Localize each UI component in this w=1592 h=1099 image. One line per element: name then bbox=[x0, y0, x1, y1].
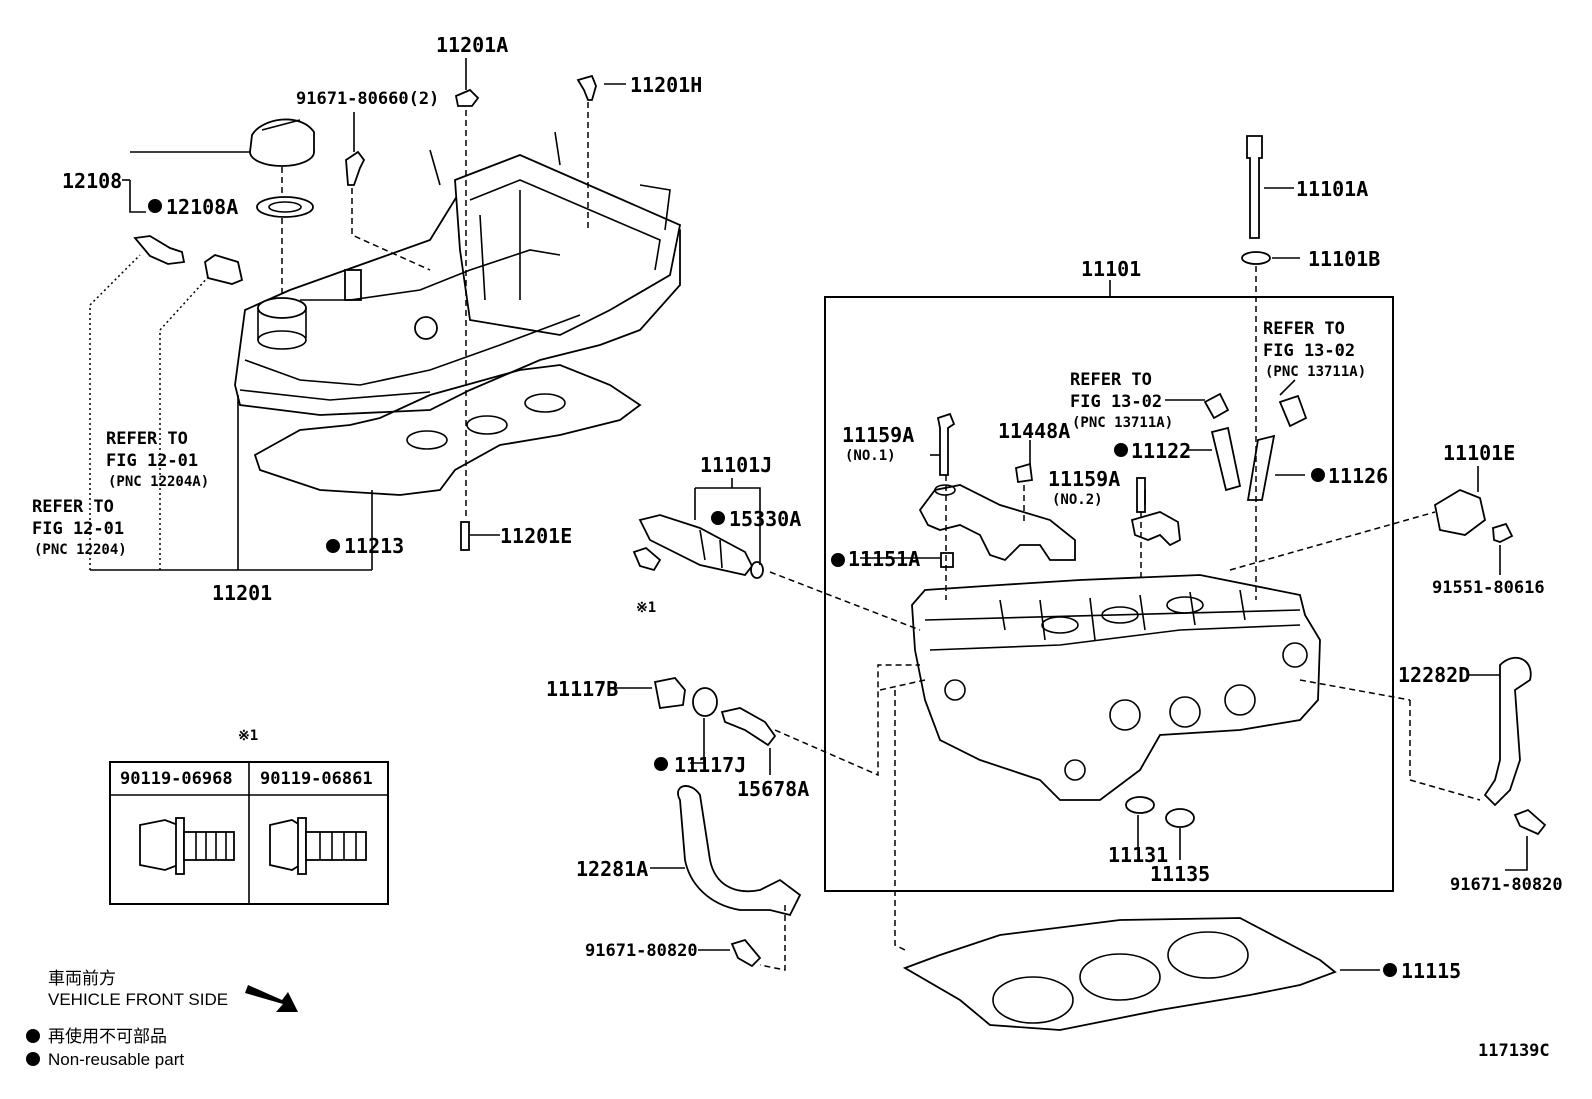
head-bolt-11101A[interactable] bbox=[1246, 135, 1263, 239]
pcv-grommet[interactable] bbox=[204, 254, 244, 285]
label-refer-1201b-l2: FIG 12-01 bbox=[32, 519, 124, 539]
gasket-11117J[interactable] bbox=[692, 687, 718, 717]
seal-11135[interactable] bbox=[1165, 808, 1195, 828]
bolt-11201H[interactable] bbox=[576, 74, 597, 101]
label-11159A-no2: 11159A bbox=[1048, 467, 1120, 491]
label-refer-1201a-l3: (PNC 12204A) bbox=[108, 474, 209, 490]
label-91671-80820-right: 91671-80820 bbox=[1450, 875, 1563, 895]
label-11131: 11131 bbox=[1108, 843, 1168, 867]
label-12108A: 12108A bbox=[166, 195, 238, 219]
label-refer-1302a-l3: (PNC 13711A) bbox=[1072, 415, 1173, 431]
union-15678A[interactable] bbox=[720, 707, 777, 747]
label-11213: 11213 bbox=[344, 534, 404, 558]
label-11159A-no1-sub: (NO.1) bbox=[845, 448, 896, 464]
label-91551-80616: 91551-80616 bbox=[1432, 578, 1545, 598]
cylinder-head[interactable] bbox=[911, 574, 1321, 801]
label-11201A: 11201A bbox=[436, 33, 508, 57]
label-91671-80660: 91671-80660(2) bbox=[296, 89, 439, 109]
stud-11159A-no2[interactable] bbox=[1136, 477, 1146, 513]
label-refer-1302b-l2: FIG 13-02 bbox=[1263, 341, 1355, 361]
label-11201H: 11201H bbox=[630, 73, 702, 97]
label-refer-1201a-l1: REFER TO bbox=[106, 429, 188, 449]
diagram-id: 117139C bbox=[1478, 1041, 1550, 1061]
table-header-2: 90119-06861 bbox=[260, 769, 373, 789]
label-refer-1201a-l2: FIG 12-01 bbox=[106, 451, 198, 471]
label-refer-1302b-l3: (PNC 13711A) bbox=[1265, 364, 1366, 380]
engine-hanger-12281A[interactable] bbox=[677, 785, 802, 917]
label-11448A: 11448A bbox=[998, 419, 1070, 443]
cylinder-head-box bbox=[824, 296, 1394, 892]
camshaft-bearing-cap-no2[interactable] bbox=[1130, 511, 1181, 547]
oil-cap-gasket[interactable] bbox=[256, 196, 314, 218]
camshaft-bearing-cap-no1[interactable] bbox=[918, 484, 1076, 562]
vehicle-front-arrow-icon bbox=[245, 985, 298, 1012]
legend-nonreusable-en: Non-reusable part bbox=[48, 1050, 184, 1069]
label-11201: 11201 bbox=[212, 581, 272, 605]
nonreusable-bullets bbox=[26, 199, 1397, 1066]
ring-pin-11151A[interactable] bbox=[940, 552, 954, 568]
label-15330A: 15330A bbox=[729, 507, 801, 531]
stud-11201E[interactable] bbox=[460, 521, 470, 551]
bolt-variant-table bbox=[109, 761, 389, 905]
label-11135: 11135 bbox=[1150, 862, 1210, 886]
label-11101J: 11101J bbox=[700, 453, 772, 477]
pcv-valve[interactable] bbox=[133, 235, 186, 265]
label-12282D: 12282D bbox=[1398, 663, 1470, 687]
bolt-91551-80616[interactable] bbox=[1492, 522, 1514, 543]
oil-control-valve[interactable] bbox=[638, 514, 754, 577]
label-91671-80820-left: 91671-80820 bbox=[585, 941, 698, 961]
label-11117J: 11117J bbox=[674, 753, 746, 777]
legend-direction-jp: 車両前方 bbox=[48, 969, 116, 988]
bolt-11159A-no1[interactable] bbox=[936, 412, 956, 476]
label-11126: 11126 bbox=[1328, 464, 1388, 488]
label-11117B: 11117B bbox=[546, 677, 618, 701]
table-header-1: 90119-06968 bbox=[120, 769, 233, 789]
o-ring-15330A[interactable] bbox=[750, 561, 764, 579]
table-mark: ※1 bbox=[238, 728, 258, 744]
oil-filler-cap[interactable] bbox=[249, 118, 315, 167]
label-refer-1201b-l3: (PNC 12204) bbox=[34, 542, 127, 558]
label-11115: 11115 bbox=[1401, 959, 1461, 983]
label-11122: 11122 bbox=[1131, 439, 1191, 463]
label-refer-1302a-l1: REFER TO bbox=[1070, 370, 1152, 390]
nut-11201A[interactable] bbox=[454, 88, 480, 107]
label-refer-1302a-l2: FIG 13-02 bbox=[1070, 392, 1162, 412]
label-15678A: 15678A bbox=[737, 777, 809, 801]
cylinder-head-cover[interactable] bbox=[234, 131, 682, 416]
cam-position-sensor[interactable] bbox=[1433, 488, 1487, 536]
label-11201E: 11201E bbox=[500, 524, 572, 548]
label-12108: 12108 bbox=[62, 169, 122, 193]
head-cover-gasket[interactable] bbox=[253, 364, 642, 496]
bolt-91671-80820-right[interactable] bbox=[1513, 808, 1547, 836]
label-refer-1201b-l1: REFER TO bbox=[32, 497, 114, 517]
pin-11448A[interactable] bbox=[1014, 462, 1034, 484]
engine-hanger-12282D[interactable] bbox=[1483, 656, 1532, 807]
label-11159A-no1: 11159A bbox=[842, 423, 914, 447]
label-refer-1302b-l1: REFER TO bbox=[1263, 319, 1345, 339]
bolt-ocv[interactable] bbox=[632, 546, 662, 572]
valve-stem-seal-a[interactable] bbox=[1203, 392, 1230, 420]
legend-nonreusable-jp: 再使用不可部品 bbox=[48, 1026, 167, 1046]
label-11151A: 11151A bbox=[848, 547, 920, 571]
bolt-91671-80820-left[interactable] bbox=[730, 938, 762, 968]
label-12281A: 12281A bbox=[576, 857, 648, 881]
label-mark1: ※1 bbox=[636, 600, 656, 616]
legend-direction-en: VEHICLE FRONT SIDE bbox=[48, 990, 228, 1009]
label-11101E: 11101E bbox=[1443, 441, 1515, 465]
plug-11117B[interactable] bbox=[653, 677, 686, 710]
label-11101A: 11101A bbox=[1296, 177, 1368, 201]
bolt-91671-80660[interactable] bbox=[345, 150, 366, 186]
cylinder-head-gasket[interactable] bbox=[902, 917, 1337, 1031]
valve-stem-seal-b[interactable] bbox=[1278, 394, 1308, 428]
label-11101B: 11101B bbox=[1308, 247, 1380, 271]
washer-11101B[interactable] bbox=[1241, 251, 1271, 265]
valve-guide-11126[interactable] bbox=[1246, 434, 1276, 501]
seal-11131[interactable] bbox=[1125, 796, 1155, 814]
label-11159A-no2-sub: (NO.2) bbox=[1052, 492, 1103, 508]
label-11101: 11101 bbox=[1081, 257, 1141, 281]
valve-guide-11122[interactable] bbox=[1210, 426, 1242, 492]
